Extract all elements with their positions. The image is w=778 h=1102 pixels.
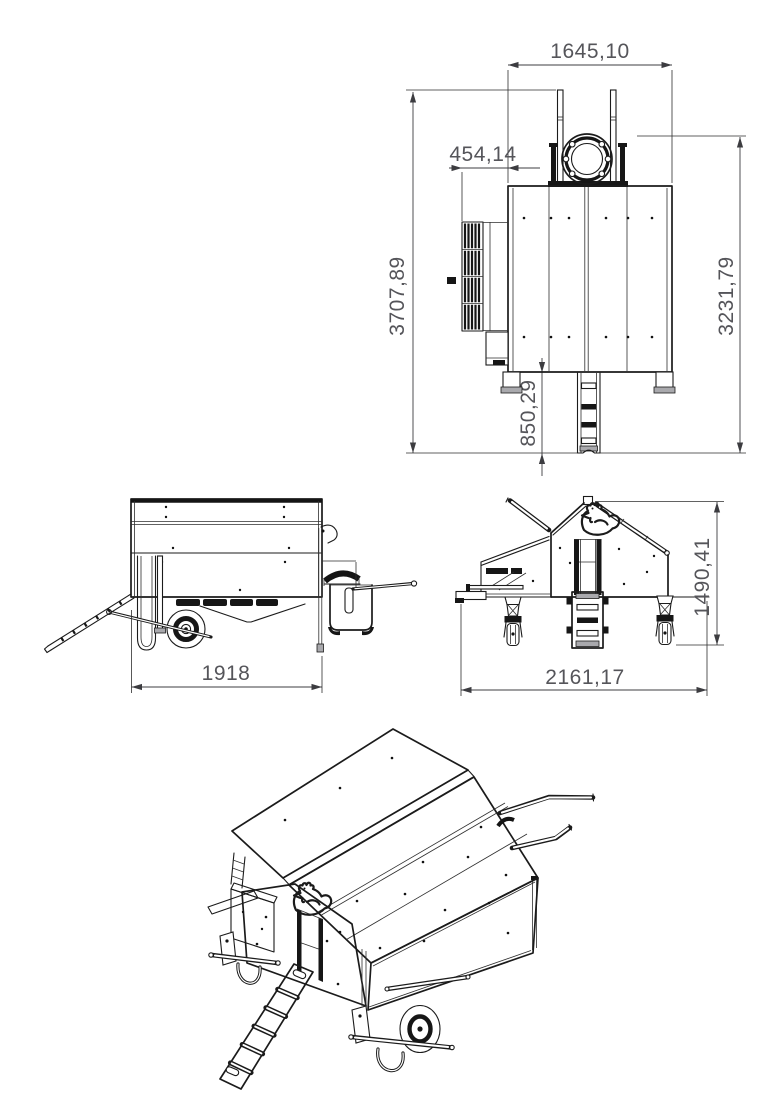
- roof-near-panel: [288, 776, 539, 964]
- access-ladder-top: [576, 372, 601, 454]
- dim-text-3707: 3707,89: [386, 256, 409, 335]
- roof-handle-right: [595, 503, 670, 556]
- roof-far-panel: [231, 728, 469, 879]
- access-ramp-front: [566, 591, 609, 649]
- coop-door-iso: [296, 908, 324, 982]
- dim-text-1645: 1645,10: [550, 40, 629, 63]
- dim-text-850: 850,29: [517, 379, 540, 446]
- support-feet-top: [500, 371, 676, 394]
- nest-box-front: [455, 535, 551, 603]
- coop-body-top: [507, 185, 673, 373]
- dim-front-height: 1490,41: [595, 501, 724, 646]
- spare-wheel-top: [548, 133, 628, 187]
- chicken-cutout-icon: [580, 501, 621, 536]
- push-handle-bars: [556, 89, 617, 187]
- spare-wheel-edge: [323, 570, 361, 584]
- roof-handle-left: [505, 497, 552, 533]
- folded-ramp-top: [447, 221, 509, 366]
- dim-front-width: 2161,17: [460, 601, 708, 696]
- underbody-slats: [176, 599, 306, 623]
- handle-loop-side: [136, 555, 157, 651]
- dim-text-1490: 1490,41: [691, 537, 714, 616]
- caster-assembly-center-iso: [348, 1004, 455, 1073]
- dim-ladder-extension: 850,29: [517, 358, 546, 476]
- coop-door-front: [574, 539, 602, 595]
- jockey-post-side: [156, 555, 164, 631]
- dim-text-3231: 3231,79: [715, 256, 738, 335]
- front-gable-iso: [241, 883, 367, 1008]
- dim-text-2161: 2161,17: [545, 666, 624, 689]
- side-view: 1918: [43, 498, 418, 693]
- dim-text-1918: 1918: [202, 662, 251, 685]
- road-wheel-iso: [399, 1004, 441, 1054]
- screw-dots-top: [522, 216, 654, 339]
- ramp-latch: [447, 277, 456, 284]
- isometric-view: [207, 728, 596, 1090]
- tow-handles-iso: [496, 793, 596, 851]
- jockey-wheel-front: [503, 596, 523, 647]
- screw-dots-side: [160, 505, 291, 592]
- jockey-wheel-front-right: [655, 595, 675, 646]
- ridge-cap-iso: [282, 769, 475, 886]
- dim-ramp-offset: 454,14: [449, 143, 540, 221]
- dim-text-454: 454,14: [449, 143, 516, 166]
- nest-box-iso: [207, 852, 278, 953]
- front-view: 2161,17 1490,41: [455, 495, 724, 696]
- drawbar-assembly-side: [316, 524, 418, 653]
- access-ramp-side: [43, 593, 135, 654]
- dim-handle-width: 1645,10: [507, 40, 673, 183]
- access-ramp-iso: [219, 963, 314, 1090]
- side-wall-iso: [367, 877, 539, 1011]
- dim-body-length: 3231,79: [637, 135, 746, 453]
- caster-assembly-left-iso: [208, 931, 281, 985]
- top-view: 1645,10 454,14 3707,89 3231,79: [386, 40, 746, 476]
- dim-side-length: 1918: [131, 610, 323, 693]
- dim-overall-length: 3707,89: [386, 89, 746, 454]
